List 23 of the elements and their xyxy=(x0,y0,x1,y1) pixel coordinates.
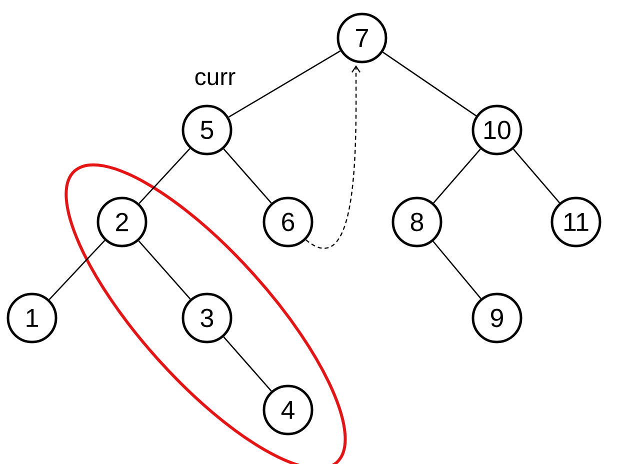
tree-node: 4 xyxy=(262,384,314,436)
tree-edge xyxy=(48,240,106,300)
tree-edge xyxy=(223,148,272,204)
tree-node: 1 xyxy=(6,292,58,344)
tree-node: 7 xyxy=(336,12,388,64)
tree-node: 2 xyxy=(96,196,148,248)
tree-node: 10 xyxy=(472,104,522,156)
tree-node: 11 xyxy=(550,196,602,248)
pointer-label: curr xyxy=(195,72,236,86)
tree-edge xyxy=(228,50,341,118)
tree-edge xyxy=(432,240,482,299)
tree-edge xyxy=(433,148,481,204)
tree-node: 6 xyxy=(262,196,314,248)
tree-edge xyxy=(382,52,476,116)
tree-edge xyxy=(512,148,560,204)
tree-edge xyxy=(138,240,191,300)
tree-edge xyxy=(223,336,272,392)
pointer-arrow xyxy=(306,65,360,248)
tree-node: 5 xyxy=(182,104,232,156)
tree-node: 9 xyxy=(472,292,522,344)
tree-node: 3 xyxy=(182,292,232,344)
tree-node: 8 xyxy=(392,196,442,248)
tree-edge xyxy=(138,148,190,204)
